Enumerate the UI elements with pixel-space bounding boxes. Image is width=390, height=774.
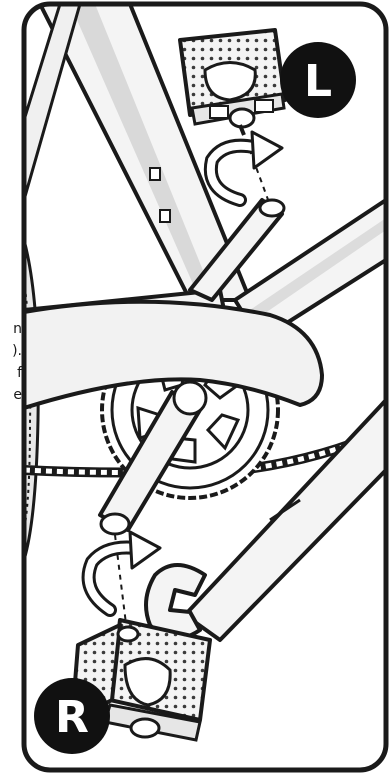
right-badge: R [34, 678, 110, 754]
left-badge-label: L [304, 56, 332, 107]
left-badge: L [280, 42, 356, 118]
right-badge-label: R [55, 692, 89, 743]
